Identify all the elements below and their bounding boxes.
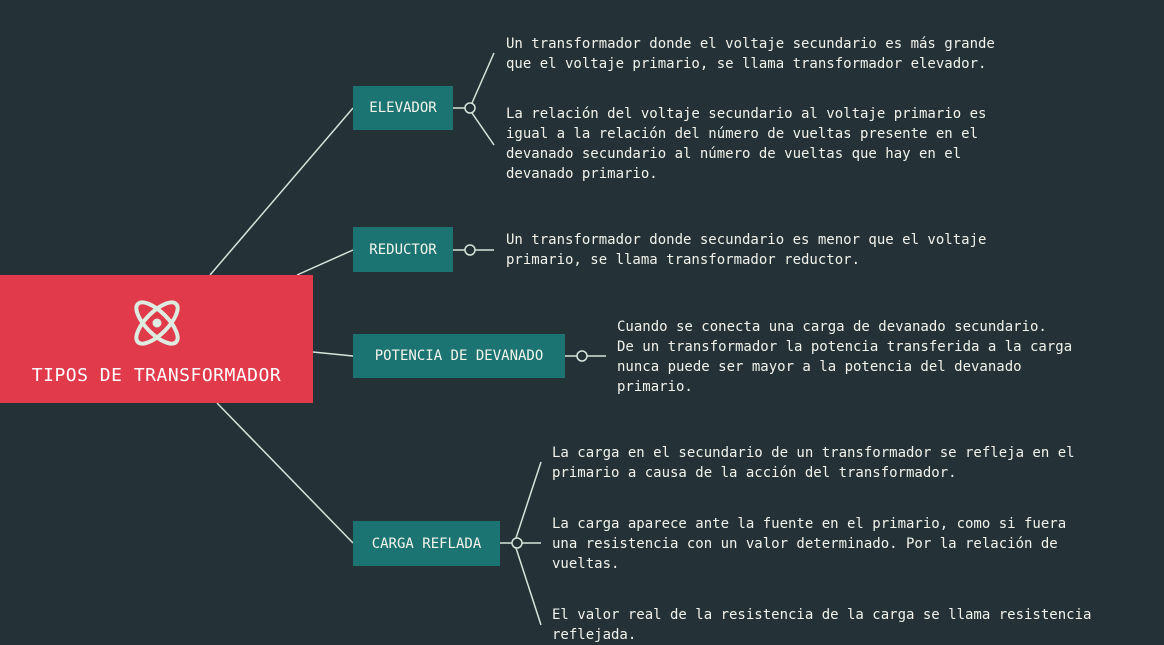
leaf-elevador-2[interactable]: La relación del voltaje secundario al vo… [506,106,987,182]
leaf-carga-2[interactable]: La carga aparece ante la fuente en el pr… [552,516,1067,572]
connector-root-potencia [312,351,354,357]
potencia-collapse-toggle [576,350,588,362]
leaf-reductor-1[interactable]: Un transformador donde secundario es men… [506,232,987,268]
atom-icon [133,299,180,346]
branch-elevador[interactable]: ELEVADOR [353,86,453,130]
leaf-carga-1[interactable]: La carga en el secundario de un transfor… [552,445,1075,481]
branch-carga-reflada[interactable]: CARGA REFLADA [353,521,500,566]
connector-root-reductor [296,249,354,276]
branch-potencia-de-devanado[interactable]: POTENCIA DE DEVANADO [353,334,565,378]
root-topic[interactable]: TIPOS DE TRANSFORMADOR [0,275,313,403]
leaf-carga-3[interactable]: El valor real de la resistencia de la ca… [552,607,1092,643]
carga-collapse-toggle [511,537,523,549]
branch-reductor[interactable]: REDUCTOR [353,227,453,272]
root-title: TIPOS DE TRANSFORMADOR [31,364,282,386]
leaf-potencia-1[interactable]: Cuando se conecta una carga de devanado … [617,319,1073,395]
elevador-collapse-toggle [464,102,476,114]
reductor-collapse-toggle [464,244,476,256]
connector-root-elevador [209,107,354,276]
leaf-elevador-1[interactable]: Un transformador donde el voltaje secund… [506,36,995,72]
connector-root-carga [216,402,354,544]
